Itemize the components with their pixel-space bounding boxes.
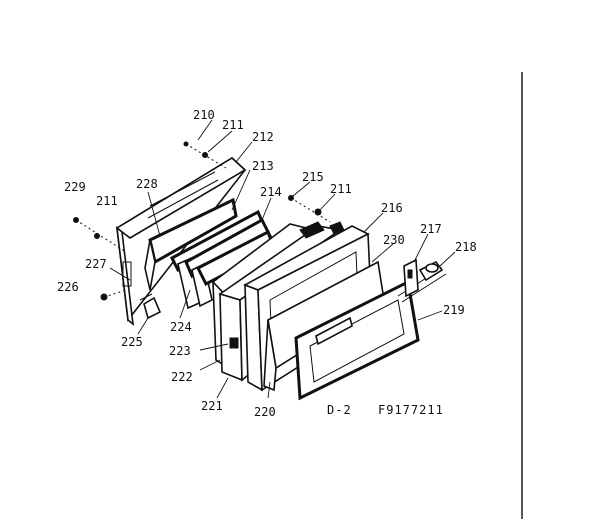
door-front-frame [294,279,420,401]
callout-225: 225 [121,335,143,349]
screw-set [73,141,331,301]
door-handle [397,260,447,303]
callout-222: 222 [171,370,193,384]
callout-221: 221 [201,399,223,413]
callout-227: 227 [85,257,107,271]
section-label: D-2 [327,403,352,417]
door-switch [229,337,239,349]
callout-210: 210 [193,108,215,122]
leader-lines [109,119,456,399]
hinge [139,293,162,320]
hinge-bracket [403,258,419,298]
callout-224: 224 [170,320,192,334]
callout-223: 223 [169,344,191,358]
callout-218: 218 [455,240,477,254]
callout-230: 230 [383,233,405,247]
callout-220: 220 [254,405,276,419]
callout-211-left: 211 [96,194,118,208]
callout-212: 212 [252,130,274,144]
callout-216: 216 [381,201,403,215]
callout-215: 215 [302,170,324,184]
callout-213: 213 [252,159,274,173]
callout-211-top: 211 [222,118,244,132]
callout-217: 217 [420,222,442,236]
callout-labels: 210 211 212 213 214 215 211 216 217 218 … [57,108,477,419]
callout-228: 228 [136,177,158,191]
callout-214: 214 [260,185,282,199]
callout-219: 219 [443,303,465,317]
callout-229: 229 [64,180,86,194]
callout-226: 226 [57,280,79,294]
callout-211-mid: 211 [330,182,352,196]
figure-number: F9177211 [378,403,444,417]
glass-pane-set [170,209,276,310]
gasket-frame [144,197,238,291]
